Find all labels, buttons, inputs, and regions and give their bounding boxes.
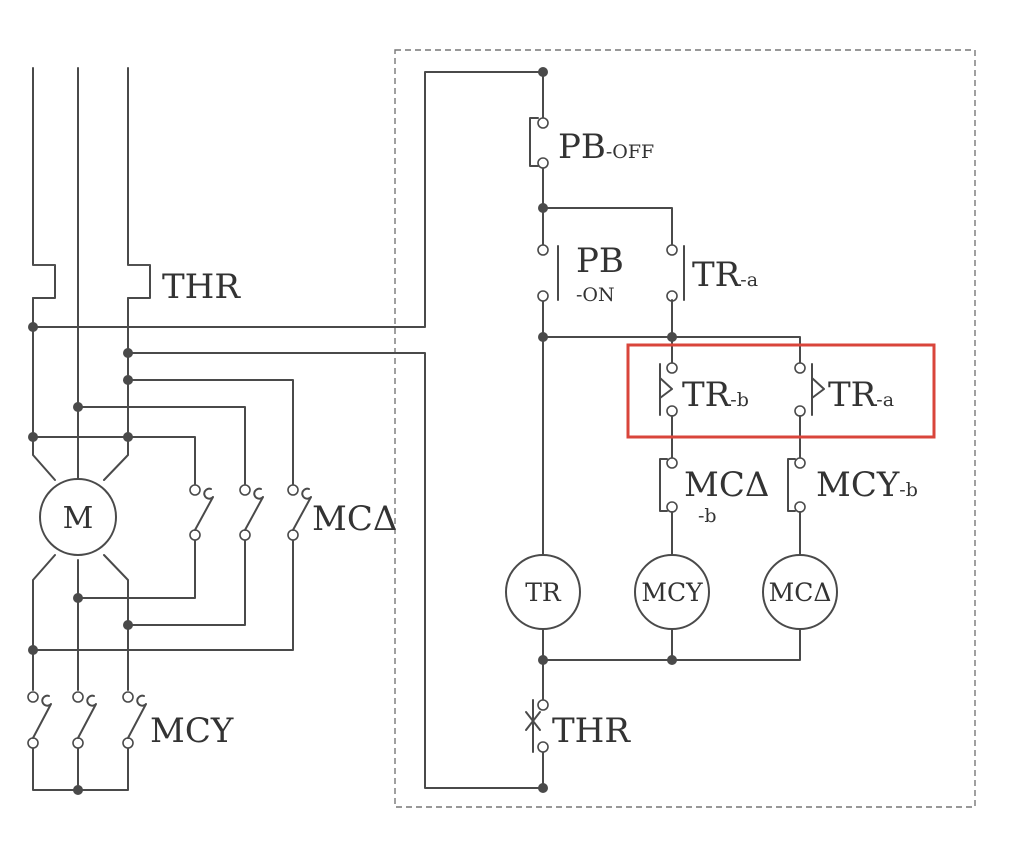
mc-delta-b-label: MCΔ (684, 465, 769, 505)
coil-mc-delta: MCΔ (762, 554, 838, 630)
coil-tr-label: TR (525, 578, 562, 607)
coil-mcy-label: MCY (641, 578, 703, 607)
mcy-power-contacts (27, 691, 147, 749)
tr-a-mid-label: TR-a (828, 375, 894, 415)
tr-b-label: TR-b (682, 375, 749, 415)
tr-a-top-label: TR-a (692, 255, 758, 295)
coil-mc-delta-label: MCΔ (769, 578, 832, 607)
mc-delta-power-contacts (189, 484, 312, 541)
highlight-box (626, 343, 936, 439)
mcy-b-label: MCY-b (816, 465, 918, 505)
thr-control-label: THR (552, 711, 631, 751)
power-circuit (28, 67, 544, 795)
control-circuit (525, 67, 825, 793)
coil-mcy: MCY (634, 554, 710, 630)
coil-tr: TR (505, 554, 581, 630)
mc-delta-b-sub-label: -b (698, 505, 717, 527)
mcy-power-label: MCY (150, 711, 234, 751)
control-circuit-boundary (394, 49, 976, 808)
pb-on-sub-label: -ON (576, 284, 615, 306)
pb-on-label: PB (576, 241, 624, 281)
motor-label: M (63, 501, 94, 536)
pb-off-label: PB-OFF (558, 127, 654, 167)
mc-delta-power-label: MCΔ (312, 499, 397, 539)
thr-power-label: THR (162, 267, 241, 307)
motor: M (39, 478, 117, 556)
